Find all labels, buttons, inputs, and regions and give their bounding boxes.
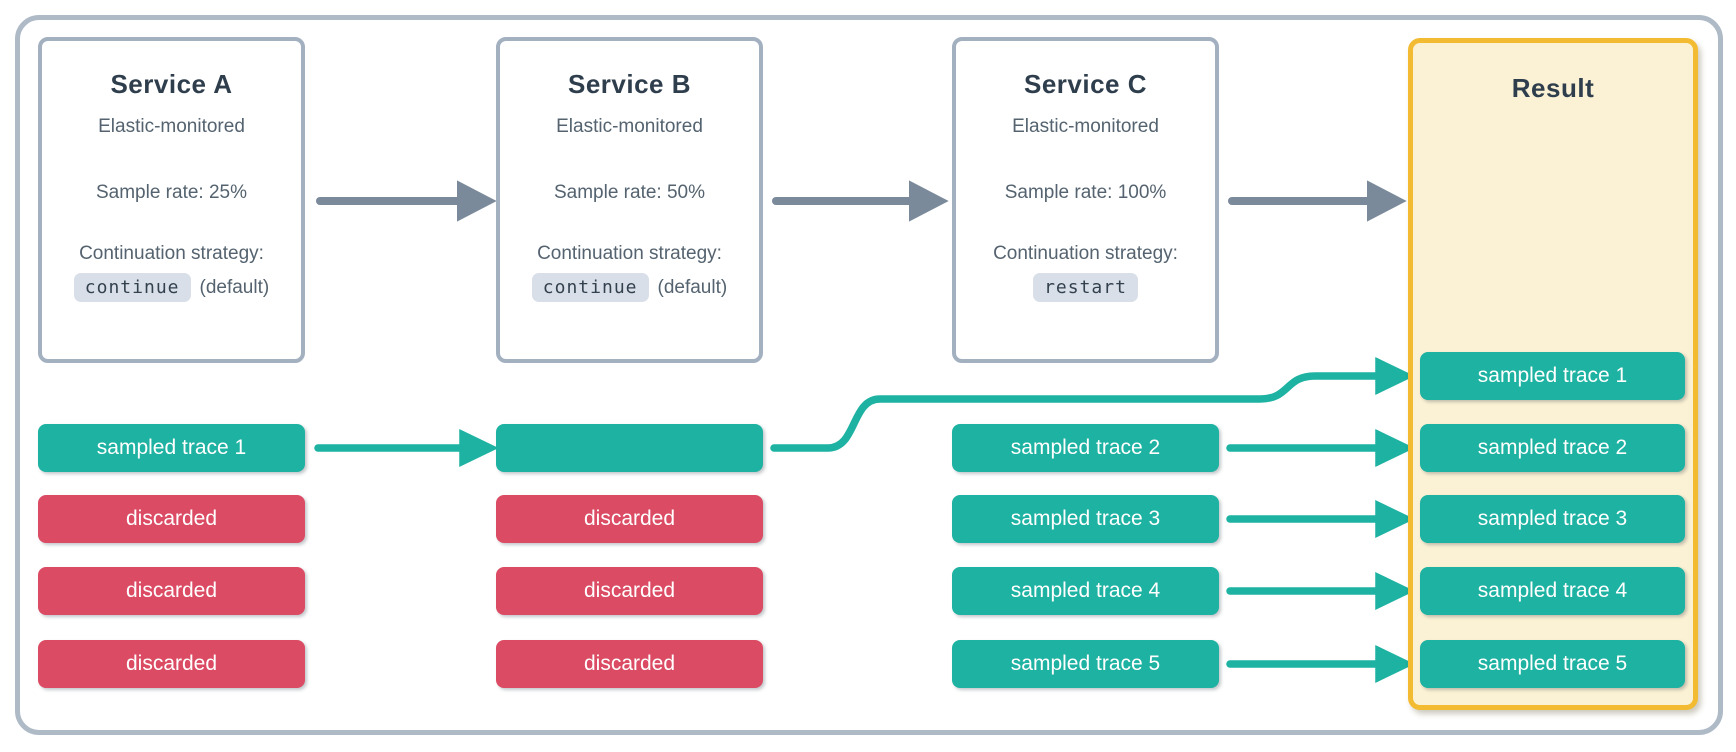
arrowhead-b-to-c-icon bbox=[909, 180, 949, 222]
arrowhead-trace4-to-result-icon bbox=[1375, 572, 1415, 610]
result-trace-pill-4: sampled trace 4 bbox=[1420, 567, 1685, 615]
diagram-frame bbox=[15, 15, 1723, 735]
result-trace-pill-5: sampled trace 5 bbox=[1420, 640, 1685, 688]
service-b-strategy-default-note: (default) bbox=[657, 276, 728, 298]
result-title: Result bbox=[1511, 73, 1595, 103]
service-c-sample-rate: Sample rate: 100% bbox=[1004, 182, 1167, 203]
arrowhead-trace5-to-result-icon bbox=[1375, 645, 1415, 683]
arrowhead-a-to-b-icon bbox=[457, 180, 497, 222]
trace-pill-a-discarded-3: discarded bbox=[38, 640, 305, 688]
service-b-sample-rate: Sample rate: 50% bbox=[553, 182, 706, 203]
trace-pill-b-discarded-3: discarded bbox=[496, 640, 763, 688]
arrowhead-trace2-to-result-icon bbox=[1375, 429, 1415, 467]
result-trace-pill-3: sampled trace 3 bbox=[1420, 495, 1685, 543]
service-flow-arrows bbox=[316, 180, 1407, 222]
trace-pill-a-sampled-1: sampled trace 1 bbox=[38, 424, 305, 472]
arrowhead-trace1-a-to-b-icon bbox=[459, 429, 499, 467]
service-a-title: Service A bbox=[110, 69, 233, 99]
trace-flow-arrows bbox=[314, 357, 1415, 683]
arrowhead-trace1-to-result-icon bbox=[1375, 357, 1415, 395]
service-c-strategy-row: restart bbox=[956, 273, 1215, 302]
arrowhead-trace3-to-result-icon bbox=[1375, 500, 1415, 538]
arrowhead-c-to-result-icon bbox=[1367, 180, 1407, 222]
service-c-monitored-label: Elastic-monitored bbox=[1012, 116, 1159, 137]
service-c-box: Service C Elastic-monitored Sample rate:… bbox=[952, 37, 1219, 363]
service-b-box: Service B Elastic-monitored Sample rate:… bbox=[496, 37, 763, 363]
service-a-strategy-code-badge: continue bbox=[73, 273, 191, 302]
service-c-continuation-label: Continuation strategy: bbox=[993, 243, 1178, 264]
service-b-strategy-code-badge: continue bbox=[531, 273, 649, 302]
service-a-box: Service A Elastic-monitored Sample rate:… bbox=[38, 37, 305, 363]
service-a-continuation-label: Continuation strategy: bbox=[79, 243, 264, 264]
service-b-continuation-label: Continuation strategy: bbox=[537, 243, 722, 264]
service-c-strategy-code-badge: restart bbox=[1033, 273, 1138, 302]
curve-trace1-b-to-result bbox=[770, 372, 1382, 452]
service-a-monitored-label: Elastic-monitored bbox=[98, 116, 245, 137]
service-b-monitored-label: Elastic-monitored bbox=[556, 116, 703, 137]
trace-pill-b-discarded-1: discarded bbox=[496, 495, 763, 543]
service-b-strategy-row: continue (default) bbox=[500, 273, 759, 302]
service-c-title: Service C bbox=[1023, 69, 1148, 99]
trace-pill-b-discarded-2: discarded bbox=[496, 567, 763, 615]
service-a-sample-rate: Sample rate: 25% bbox=[95, 182, 248, 203]
result-trace-pill-1: sampled trace 1 bbox=[1420, 352, 1685, 400]
trace-pill-c-sampled-3: sampled trace 3 bbox=[952, 495, 1219, 543]
service-a-strategy-default-note: (default) bbox=[199, 276, 270, 298]
trace-pill-b-sampled-empty bbox=[496, 424, 763, 472]
result-trace-pill-2: sampled trace 2 bbox=[1420, 424, 1685, 472]
trace-pill-a-discarded-1: discarded bbox=[38, 495, 305, 543]
trace-pill-c-sampled-2: sampled trace 2 bbox=[952, 424, 1219, 472]
trace-pill-c-sampled-4: sampled trace 4 bbox=[952, 567, 1219, 615]
service-a-strategy-row: continue (default) bbox=[42, 273, 301, 302]
service-b-title: Service B bbox=[567, 69, 692, 99]
trace-pill-a-discarded-2: discarded bbox=[38, 567, 305, 615]
trace-pill-c-sampled-5: sampled trace 5 bbox=[952, 640, 1219, 688]
